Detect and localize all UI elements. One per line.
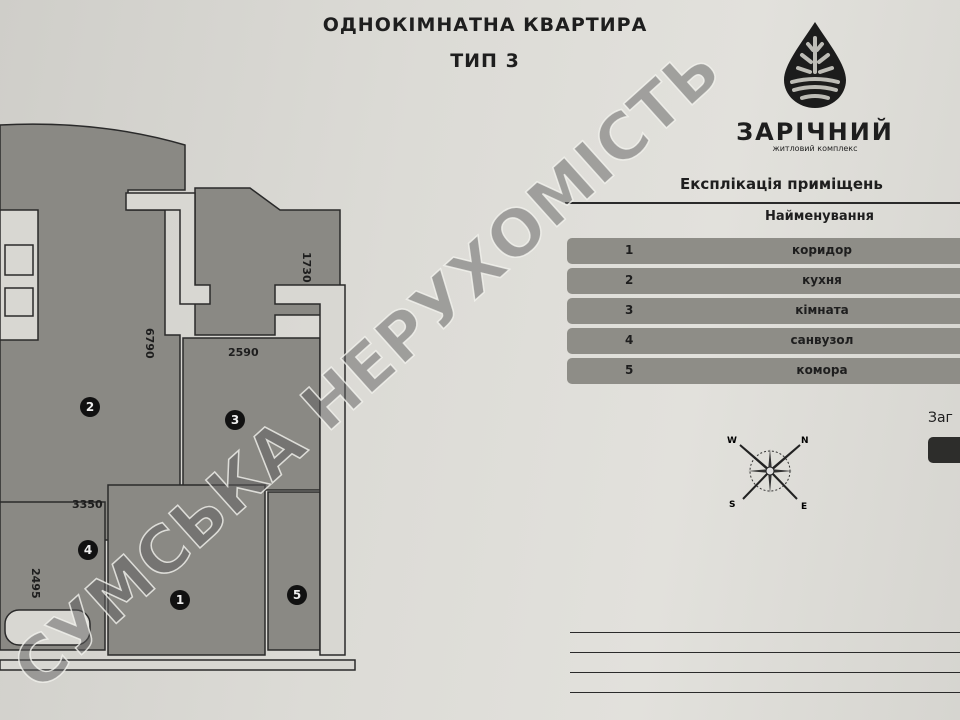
room-label-2: 2 xyxy=(86,400,94,414)
total-area-label: Заг xyxy=(928,410,953,426)
column-header-name: Найменування xyxy=(765,209,874,224)
leaf-drop-icon xyxy=(784,22,846,108)
compass-e: E xyxy=(801,502,807,512)
table-row: 1 коридор xyxy=(567,238,960,264)
dimension-3350: 3350 xyxy=(72,498,103,511)
room-markers xyxy=(78,397,307,610)
row-name: коридор xyxy=(792,243,852,257)
dimension-6790: 6790 xyxy=(143,328,156,359)
logo-subtitle: житловий комплекс xyxy=(772,144,858,153)
room-balcony xyxy=(194,187,341,336)
compass-rose-icon: W N S E xyxy=(727,436,809,512)
row-number: 5 xyxy=(625,363,634,377)
dimension-2495: 2495 xyxy=(29,568,42,599)
room-kitchen xyxy=(0,123,186,541)
row-name: санвузол xyxy=(790,333,854,347)
row-number: 3 xyxy=(625,303,634,317)
logo: ЗАРІЧНИЙ житловий комплекс xyxy=(735,20,895,153)
row-number: 4 xyxy=(625,333,634,347)
row-name: кімната xyxy=(795,303,849,317)
blank-line xyxy=(570,672,960,673)
document-title: ОДНОКІМНАТНА КВАРТИРА xyxy=(322,14,648,36)
room-storage xyxy=(267,491,321,651)
compass-w: W xyxy=(727,436,737,446)
room-label-4: 4 xyxy=(84,543,92,557)
row-name: кухня xyxy=(802,273,842,287)
table-row: 2 кухня xyxy=(567,268,960,294)
blank-line xyxy=(570,652,960,653)
table-row: 3 кімната xyxy=(567,298,960,324)
room-marker-3 xyxy=(225,410,245,430)
room-label-3: 3 xyxy=(231,413,239,427)
compass-s: S xyxy=(729,500,735,510)
document-subtitle: ТИП 3 xyxy=(450,50,520,72)
room-marker-1 xyxy=(170,590,190,610)
room-label-1: 1 xyxy=(176,593,184,607)
explication-title: Експлікація приміщень xyxy=(680,175,883,193)
table-row: 4 санвузол xyxy=(567,328,960,354)
floor-plan: 2 3 4 1 5 1730 6790 2590 3350 2495 xyxy=(0,123,356,671)
compass-n: N xyxy=(801,436,809,446)
room-marker-2 xyxy=(80,397,100,417)
row-number: 1 xyxy=(625,243,634,257)
blank-line xyxy=(570,692,960,693)
row-number: 2 xyxy=(625,273,634,287)
logo-name: ЗАРІЧНИЙ xyxy=(736,118,894,146)
total-area-box xyxy=(928,437,960,463)
room-marker-4 xyxy=(78,540,98,560)
divider xyxy=(565,202,960,204)
row-name: комора xyxy=(796,363,848,377)
room-marker-5 xyxy=(287,585,307,605)
table-row: 5 комора xyxy=(567,358,960,384)
room-corridor xyxy=(107,484,266,656)
room-label-5: 5 xyxy=(293,588,301,602)
dimension-2590: 2590 xyxy=(228,346,259,359)
blank-line xyxy=(570,632,960,633)
dimension-1730: 1730 xyxy=(300,252,313,283)
